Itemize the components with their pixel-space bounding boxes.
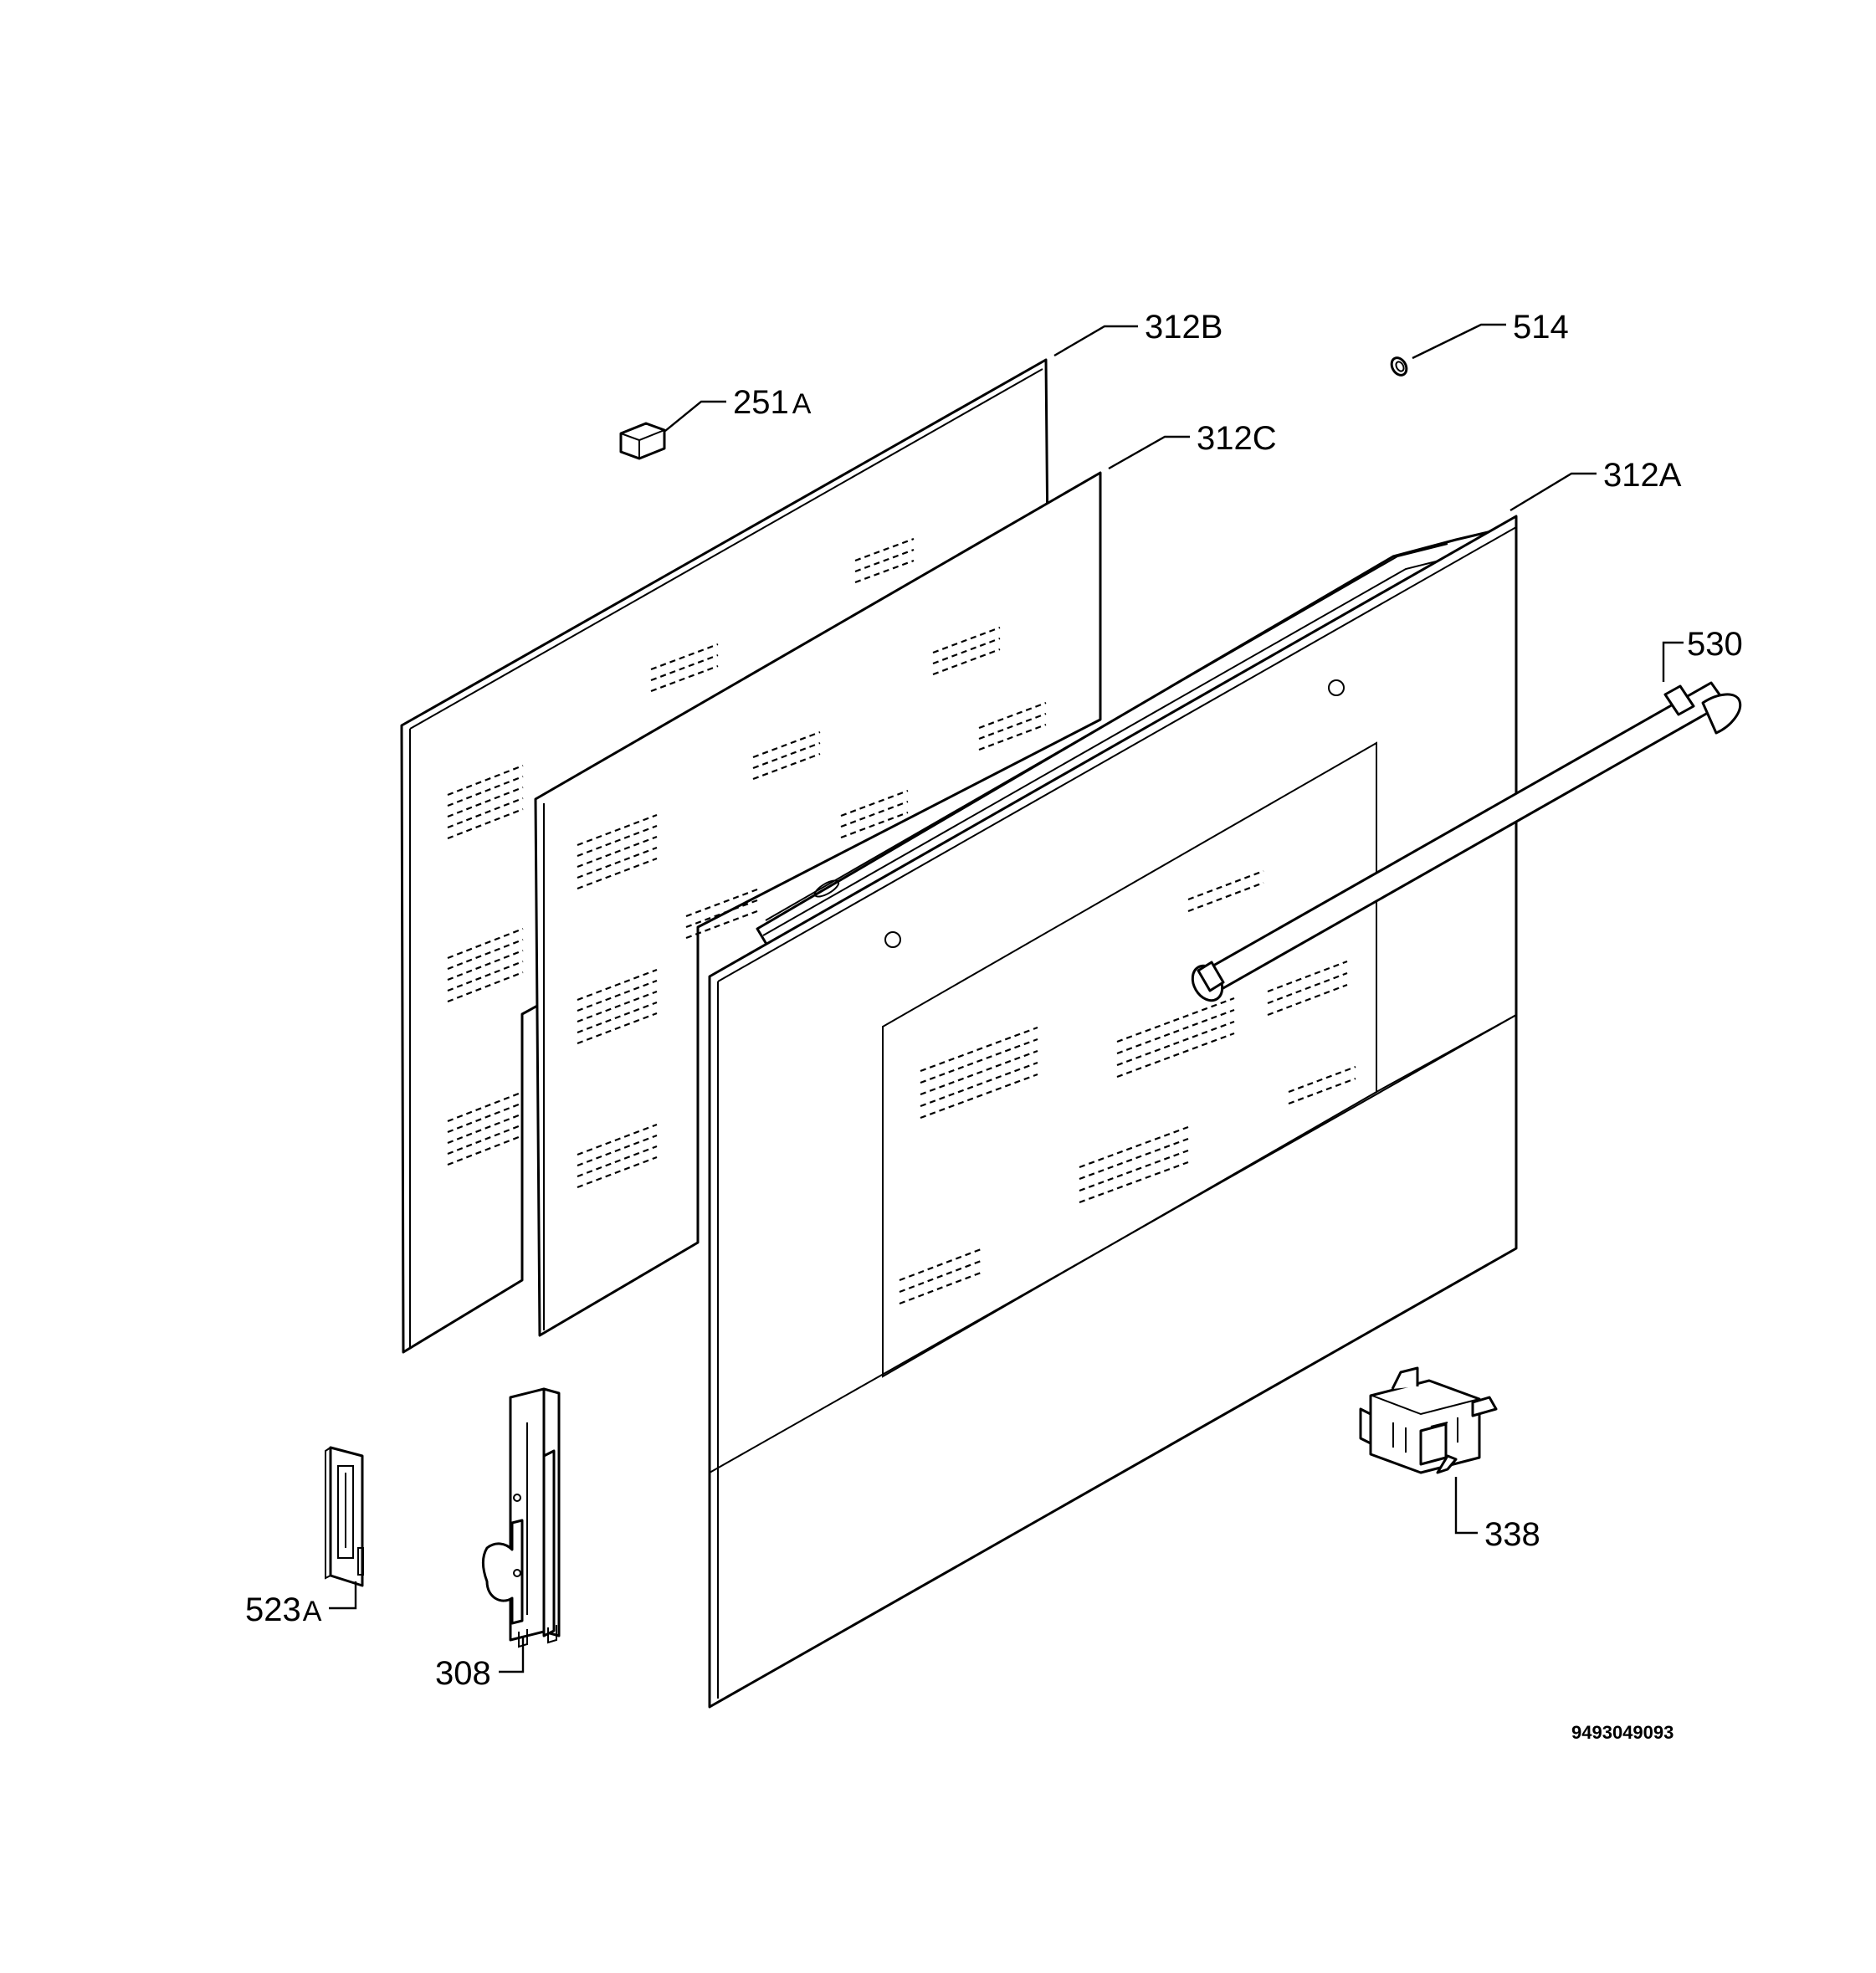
hinge-cover-523a — [325, 1446, 364, 1587]
screw-514 — [1390, 356, 1408, 377]
callout-312b: 312B — [1145, 309, 1222, 346]
vent-slots-312a — [899, 869, 1356, 1305]
callout-308: 308 — [435, 1655, 491, 1692]
callout-523a-suffix: A — [303, 1596, 322, 1627]
hinge-308 — [482, 1387, 561, 1648]
callout-312c: 312C — [1197, 420, 1277, 457]
glass-panel-312c — [534, 471, 1102, 1337]
callout-251a-suffix: A — [792, 388, 812, 420]
callout-530: 530 — [1687, 626, 1743, 663]
leader-lines — [329, 323, 1684, 1673]
vent-slots-312b — [447, 537, 915, 1166]
callout-338: 338 — [1484, 1516, 1540, 1553]
reference-code: 9493049093 — [1571, 1722, 1674, 1743]
clip-251a — [619, 422, 666, 460]
callout-523a: 523A — [245, 1591, 322, 1628]
callout-523a-number: 523 — [245, 1591, 301, 1628]
callout-251a-number: 251 — [733, 384, 789, 421]
vent-slots-312c — [577, 626, 1047, 1189]
door-front-312a — [708, 515, 1518, 1709]
door-catch-338 — [1359, 1366, 1498, 1474]
door-handle-530 — [1191, 681, 1742, 1002]
callout-514: 514 — [1513, 309, 1569, 346]
callout-312a: 312A — [1603, 457, 1682, 494]
